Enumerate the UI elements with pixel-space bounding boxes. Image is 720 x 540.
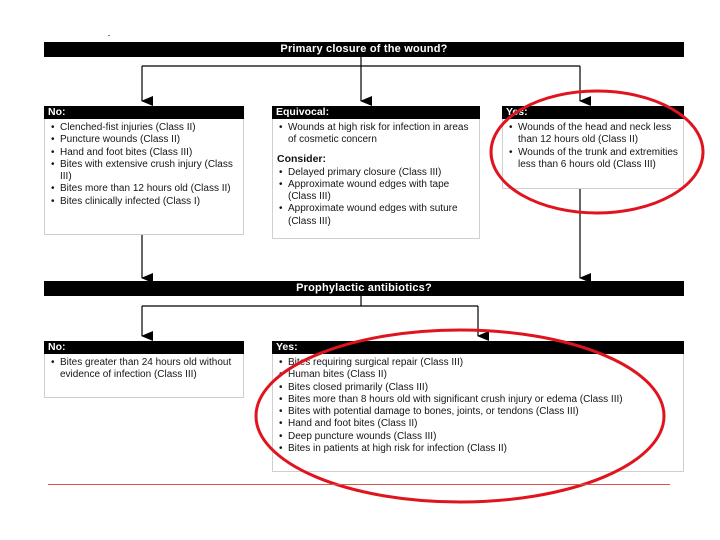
list-item-text: Bites with extensive crush injury (Class… (60, 158, 233, 183)
antibiotics-no-box: • Bites greater than 24 hours old without… (44, 354, 244, 398)
list-item: • Human bites (Class II) (277, 369, 679, 381)
antibiotics-yes-list: • Bites requiring surgical repair (Class … (277, 357, 679, 455)
list-item: • Hand and foot bites (Class II) (277, 418, 679, 430)
primary-no-box: • Clenched-fist injuries (Class II) • Punc… (44, 119, 244, 235)
bullet-icon: • (279, 406, 283, 418)
bullet-icon: • (279, 393, 283, 405)
list-item-text: Bites with potential damage to bones, jo… (288, 406, 579, 418)
bullet-icon: • (279, 178, 283, 190)
consider-label: Consider: (277, 152, 327, 165)
primary-equivocal-box: • Wounds at high risk for infection in ar… (272, 119, 480, 239)
list-item: • Deep puncture wounds (Class III) (277, 431, 679, 443)
bullet-icon: • (51, 195, 55, 207)
list-item-text: Clenched-fist injuries (Class II) (60, 122, 196, 133)
list-item: • Bites with extensive crush injury (Clas… (49, 159, 239, 184)
bullet-icon: • (51, 134, 55, 146)
bullet-icon: • (51, 146, 55, 158)
primary-equivocal-header: Equivocal: (272, 106, 480, 119)
consider-list: • Delayed primary closure (Class III) • Ap… (277, 167, 475, 228)
flowchart: Primary closure of the wound? No: • Clenc… (38, 40, 687, 478)
list-item: • Clenched-fist injuries (Class II) (49, 122, 239, 134)
bullet-icon: • (51, 357, 55, 368)
bullet-icon: • (509, 146, 513, 158)
list-item-text: Delayed primary closure (Class III) (288, 166, 442, 178)
list-item: • Approximate wound edges with suture (Cl… (277, 203, 475, 228)
bullet-icon: • (279, 369, 283, 381)
list-item-text: Bites in patients at high risk for infec… (288, 443, 507, 455)
list-item-text: Approximate wound edges with tape (Class… (288, 178, 450, 203)
list-item: • Bites requiring surgical repair (Class … (277, 357, 679, 369)
antibiotics-yes-header: Yes: (272, 341, 684, 354)
bottom-rule (48, 484, 670, 485)
bullet-icon: • (51, 158, 55, 170)
list-item-text: Bites requiring surgical repair (Class I… (288, 357, 464, 368)
bullet-icon: • (279, 357, 283, 368)
list-item: • Bites more than 8 hours old with signif… (277, 394, 679, 406)
antibiotics-yes-box: • Bites requiring surgical repair (Class … (272, 354, 684, 472)
primary-closure-question: Primary closure of the wound? (44, 42, 684, 57)
primary-yes-box: • Wounds of the head and neck less than 1… (502, 119, 684, 189)
list-item-text: Wounds of the head and neck less than 12… (518, 122, 672, 146)
bullet-icon: • (279, 166, 283, 178)
list-item-text: Hand and foot bites (Class II) (288, 418, 418, 430)
list-item-text: Wounds of the trunk and extremities less… (518, 146, 678, 170)
list-item-text: Human bites (Class II) (288, 369, 387, 381)
list-item-text: Puncture wounds (Class II) (60, 134, 181, 146)
primary-yes-list: • Wounds of the head and neck less than 1… (507, 122, 679, 171)
list-item: • Bites with potential damage to bones, j… (277, 406, 679, 418)
list-item-text: Bites more than 12 hours old (Class II) (60, 183, 231, 195)
bullet-icon: • (279, 122, 283, 133)
bullet-icon: • (51, 183, 55, 195)
bullet-icon: • (279, 381, 283, 393)
bullet-icon: • (509, 122, 513, 133)
list-item: • Wounds at high risk for infection in ar… (277, 122, 475, 147)
list-item: • Bites more than 12 hours old (Class II) (49, 183, 239, 195)
bullet-icon: • (279, 418, 283, 430)
list-item-text: Hand and foot bites (Class III) (60, 146, 193, 158)
bullet-icon: • (51, 122, 55, 133)
list-item-text: Wounds at high risk for infection in are… (288, 122, 469, 146)
bullet-icon: • (279, 203, 283, 215)
list-item-text: Bites clinically infected (Class I) (60, 195, 201, 207)
list-item-text: Bites greater than 24 hours old without … (60, 357, 232, 381)
prophylactic-antibiotics-question: Prophylactic antibiotics? (44, 281, 684, 296)
list-item-text: Bites more than 8 hours old with signifi… (288, 393, 623, 405)
list-item: • Approximate wound edges with tape (Clas… (277, 179, 475, 204)
list-item: • Puncture wounds (Class II) (49, 134, 239, 146)
list-item: • Bites in patients at high risk for infe… (277, 443, 679, 455)
stray-mark (108, 35, 110, 36)
primary-no-header: No: (44, 106, 244, 119)
primary-no-list: • Clenched-fist injuries (Class II) • Punc… (49, 122, 239, 208)
list-item: • Bites greater than 24 hours old without… (49, 357, 239, 382)
primary-equivocal-list: • Wounds at high risk for infection in ar… (277, 122, 475, 147)
list-item-text: Approximate wound edges with suture (Cla… (288, 203, 458, 227)
list-item-text: Bites closed primarily (Class III) (288, 381, 429, 393)
list-item: • Delayed primary closure (Class III) (277, 167, 475, 179)
antibiotics-no-header: No: (44, 341, 244, 354)
list-item: • Bites closed primarily (Class III) (277, 382, 679, 394)
list-item: • Bites clinically infected (Class I) (49, 196, 239, 208)
list-item: • Hand and foot bites (Class III) (49, 147, 239, 159)
list-item: • Wounds of the head and neck less than 1… (507, 122, 679, 147)
bullet-icon: • (279, 430, 283, 442)
list-item: • Wounds of the trunk and extremities les… (507, 147, 679, 172)
antibiotics-no-list: • Bites greater than 24 hours old without… (49, 357, 239, 382)
bullet-icon: • (279, 443, 283, 455)
list-item-text: Deep puncture wounds (Class III) (288, 430, 437, 442)
primary-yes-header: Yes: (502, 106, 684, 119)
